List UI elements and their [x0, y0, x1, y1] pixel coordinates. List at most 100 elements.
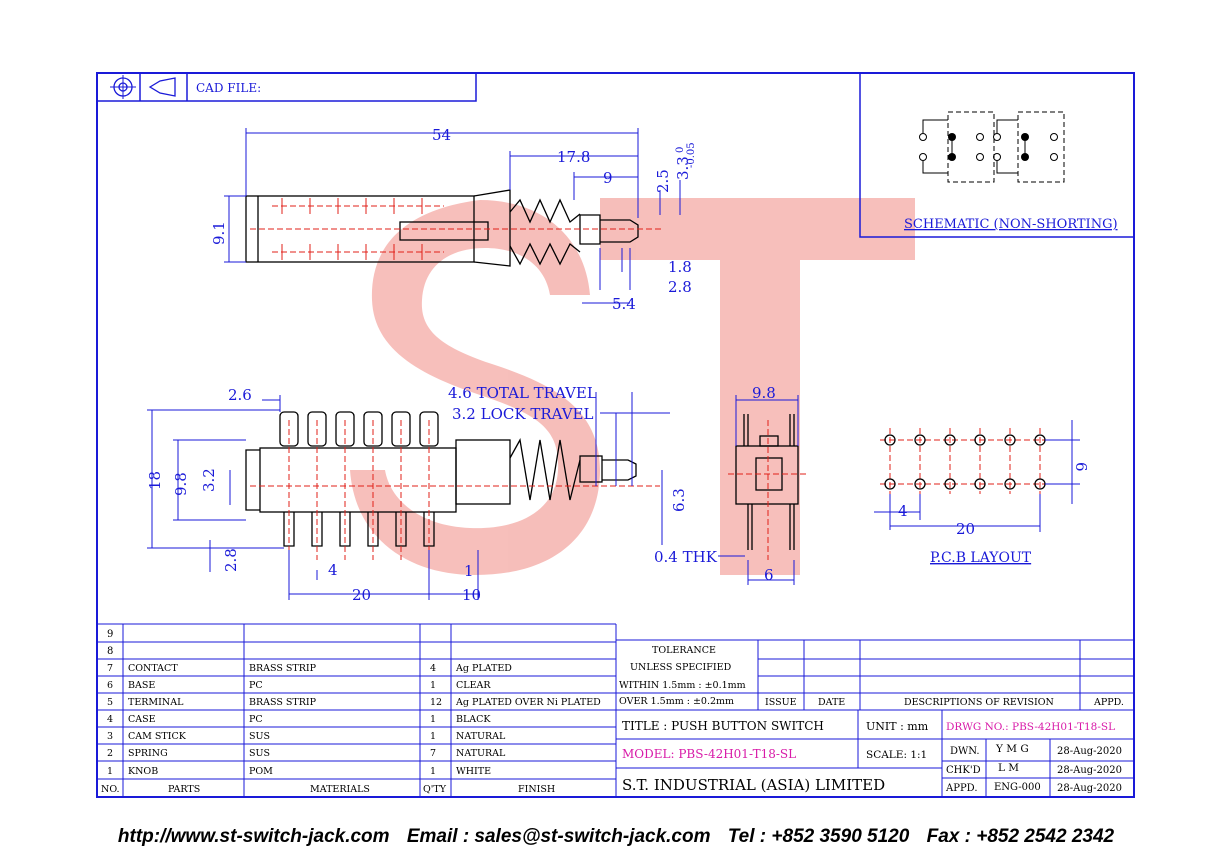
tolerance-line3: WITHIN 1.5mm : ±0.1mm: [619, 680, 746, 691]
cad-file-label: CAD FILE:: [196, 81, 261, 95]
bom-finish-cell: CLEAR: [456, 680, 491, 691]
drwg-no-text: DRWG NO.: PBS-42H01-T18-SL: [946, 721, 1115, 733]
st-watermark: ST: [350, 198, 915, 575]
tolerance-text: TOLERANCE UNLESS SPECIFIED WITHIN 1.5mm …: [619, 645, 746, 707]
bom-qty-cell: 1: [430, 714, 436, 725]
lock-travel: 3.2 LOCK TRAVEL: [452, 405, 593, 423]
email-text[interactable]: Email : sales@st-switch-jack.com: [406, 826, 711, 847]
bom-finish-cell: NATURAL: [456, 748, 506, 759]
bom-no-cell: 7: [107, 663, 113, 674]
dim-54: 54: [432, 126, 451, 144]
bom-no-cell: 3: [107, 731, 113, 742]
dim-9: 9: [603, 169, 613, 187]
bom-part-cell: KNOB: [128, 766, 158, 777]
pcb-dim-6: 6: [1072, 462, 1090, 472]
bom-qty-cell: 1: [430, 680, 436, 691]
dim-20-front: 20: [352, 586, 371, 604]
bom-material-cell: PC: [249, 680, 263, 691]
bom-header-no: NO.: [101, 784, 120, 795]
dim-18: 18: [146, 471, 164, 490]
pcb-dim-4: 4: [898, 502, 908, 520]
bom-no-cell: 2: [107, 748, 113, 759]
bom-no-cell: 1: [107, 766, 113, 777]
bom-no-cell: 4: [107, 714, 113, 725]
bom-material-cell: BRASS STRIP: [249, 697, 317, 708]
bom-material-cell: PC: [249, 714, 263, 725]
rev-desc: DESCRIPTIONS OF REVISION: [904, 697, 1054, 708]
dim-3-2: 3.2: [200, 468, 218, 492]
side-view: [728, 414, 808, 560]
bom-qty-cell: 4: [430, 663, 436, 674]
front-view-dims: [147, 392, 670, 600]
dwn-value: Y M G: [995, 743, 1029, 755]
bom-part-cell: BASE: [128, 680, 155, 691]
contact-footer: http://www.st-switch-jack.com Email : sa…: [0, 826, 1232, 848]
revision-grid: [616, 639, 1134, 711]
bom-no-8: 8: [107, 646, 113, 657]
side-view-dim-text: 9.8 0.4 THK 6: [654, 384, 776, 584]
dim-6-3: 6.3: [670, 488, 688, 512]
dim-9-1: 9.1: [210, 221, 228, 245]
chkd-date: 28-Aug-2020: [1057, 765, 1122, 776]
tolerance-line4: OVER 1.5mm : ±0.2mm: [619, 696, 734, 707]
schematic-title: SCHEMATIC (NON-SHORTING): [904, 217, 1118, 232]
top-view-dims: [224, 128, 681, 304]
dim-tol-lower: -0.05: [686, 142, 697, 168]
dwn-label: DWN.: [950, 746, 980, 757]
revision-headers: ISSUE DATE DESCRIPTIONS OF REVISION APPD…: [765, 697, 1124, 708]
dim-10: 10: [462, 586, 481, 604]
dim-1: 1: [464, 562, 474, 580]
fax-text: Fax : +852 2542 2342: [926, 826, 1115, 847]
rev-date: DATE: [818, 697, 845, 708]
tel-text: Tel : +852 3590 5120: [727, 826, 910, 847]
bom-no-9: 9: [107, 629, 113, 640]
website-link[interactable]: http://www.st-switch-jack.com: [117, 826, 390, 847]
title-text: TITLE : PUSH BUTTON SWITCH: [622, 719, 824, 733]
bom-empty-rows: 9 8: [107, 629, 113, 657]
bom-part-cell: CAM STICK: [128, 731, 187, 742]
dim-3-3: 3.3: [674, 156, 692, 180]
bom-qty-cell: 1: [430, 731, 436, 742]
bom-material-cell: BRASS STRIP: [249, 663, 317, 674]
bom-part-cell: CASE: [128, 714, 156, 725]
bom-finish-cell: NATURAL: [456, 731, 506, 742]
rev-issue: ISSUE: [765, 697, 797, 708]
bom-no-cell: 5: [107, 697, 113, 708]
cad-file-box: CAD FILE:: [96, 72, 477, 102]
schematic-box: SCHEMATIC (NON-SHORTING): [859, 72, 1135, 238]
bom-material-cell: SUS: [249, 731, 270, 742]
dim-6-side: 6: [764, 566, 774, 584]
dim-5-4: 5.4: [612, 295, 636, 313]
pcb-layout: 4 20 6 P.C.B LAYOUT: [874, 420, 1090, 566]
pcb-layout-title: P.C.B LAYOUT: [930, 550, 1032, 566]
bom-qty-cell: 1: [430, 766, 436, 777]
dim-9-8: 9.8: [172, 472, 190, 496]
title-block-text: TITLE : PUSH BUTTON SWITCH UNIT : mm DRW…: [622, 719, 1122, 794]
bom-finish-cell: BLACK: [456, 714, 491, 725]
bom-part-cell: SPRING: [128, 748, 168, 759]
dim-17-8: 17.8: [557, 148, 590, 166]
bom-part-cell: CONTACT: [128, 663, 178, 674]
chkd-label: CHK'D: [946, 765, 981, 776]
rev-appd: APPD.: [1093, 697, 1124, 708]
dim-thk: 0.4 THK: [654, 548, 718, 566]
bom-finish-cell: Ag PLATED: [455, 663, 512, 674]
top-view-dim-text: 54 17.8 9 9.1 2.5 3.3 0 -0.05 1.8 2.8 5.…: [210, 126, 697, 313]
unit-text: UNIT : mm: [866, 720, 929, 733]
side-view-dims: [718, 395, 799, 585]
bom-qty-cell: 7: [430, 748, 436, 759]
dim-1-8: 1.8: [668, 258, 692, 276]
total-travel: 4.6 TOTAL TRAVEL: [448, 384, 597, 402]
title-block-grid: [616, 710, 1134, 797]
model-text: MODEL: PBS-42H01-T18-SL: [622, 747, 796, 761]
appd-value: ENG-000: [994, 782, 1041, 793]
dim-2-6: 2.6: [228, 386, 252, 404]
tolerance-line2: UNLESS SPECIFIED: [630, 662, 732, 673]
bom-header-qty: Q'TY: [423, 784, 447, 795]
bom-header-parts: PARTS: [168, 784, 200, 795]
bom-qty-cell: 12: [430, 697, 442, 708]
chkd-value: L M: [998, 762, 1019, 774]
bom-finish-cell: Ag PLATED OVER Ni PLATED: [455, 697, 601, 708]
dim-2-8: 2.8: [668, 278, 692, 296]
